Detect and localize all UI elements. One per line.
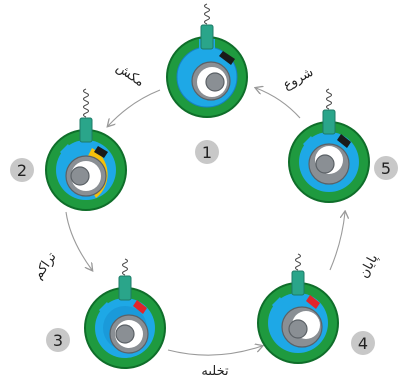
arrow-2-to-3: [65, 211, 92, 270]
spark-plug: [200, 24, 214, 50]
arrow-1-to-2: [108, 89, 161, 126]
stage-badge-3: 3: [46, 328, 70, 352]
spark-plug-spring: [326, 88, 332, 110]
shaft: [70, 166, 90, 186]
spark-plug: [79, 117, 93, 143]
transition-label-start: شروع: [281, 65, 316, 93]
engine-1: [166, 3, 248, 118]
spark-plug: [291, 270, 305, 296]
stage-number-5: 5: [381, 159, 391, 178]
arrow-5-to-1: [256, 88, 301, 119]
spark-plug-spring: [204, 3, 210, 25]
shaft: [115, 324, 135, 344]
stage-number-1: 1: [202, 143, 212, 162]
exhaust-port-black: [337, 134, 351, 148]
engine-5: [288, 88, 370, 203]
cycle-arrows: [65, 88, 345, 356]
spark-plug-spring: [295, 253, 301, 271]
transition-label-end: پایان: [356, 252, 381, 281]
transition-label-compression: تراکم: [31, 249, 60, 282]
exhaust-port-red: [133, 300, 147, 314]
stage-number-3: 3: [53, 331, 63, 350]
stage-number-4: 4: [358, 334, 368, 353]
engine-4: [257, 253, 339, 364]
shaft: [315, 154, 335, 174]
stage-badge-2: 2: [10, 158, 34, 182]
spark-plug-spring: [83, 88, 89, 118]
arrow-4-to-5: [329, 212, 345, 271]
engine-2: [45, 88, 127, 211]
spark-plug: [118, 275, 132, 301]
transition-label-exhaust: تخلیه: [201, 364, 229, 376]
spark-plug: [322, 109, 336, 135]
exhaust-port-black: [94, 146, 108, 158]
stage-badge-1: 1: [195, 140, 219, 164]
shaft: [288, 319, 308, 339]
transition-label-intake: مکش: [113, 60, 147, 90]
shaft: [205, 72, 225, 92]
exhaust-port-black: [219, 51, 235, 65]
spark-plug-spring: [122, 258, 128, 276]
stage-number-2: 2: [17, 161, 27, 180]
arrow-3-to-4: [167, 346, 262, 356]
stage-badge-4: 4: [351, 331, 375, 355]
stage-badge-5: 5: [374, 156, 398, 180]
engine-3: [84, 258, 166, 369]
exhaust-port-red: [306, 295, 320, 309]
